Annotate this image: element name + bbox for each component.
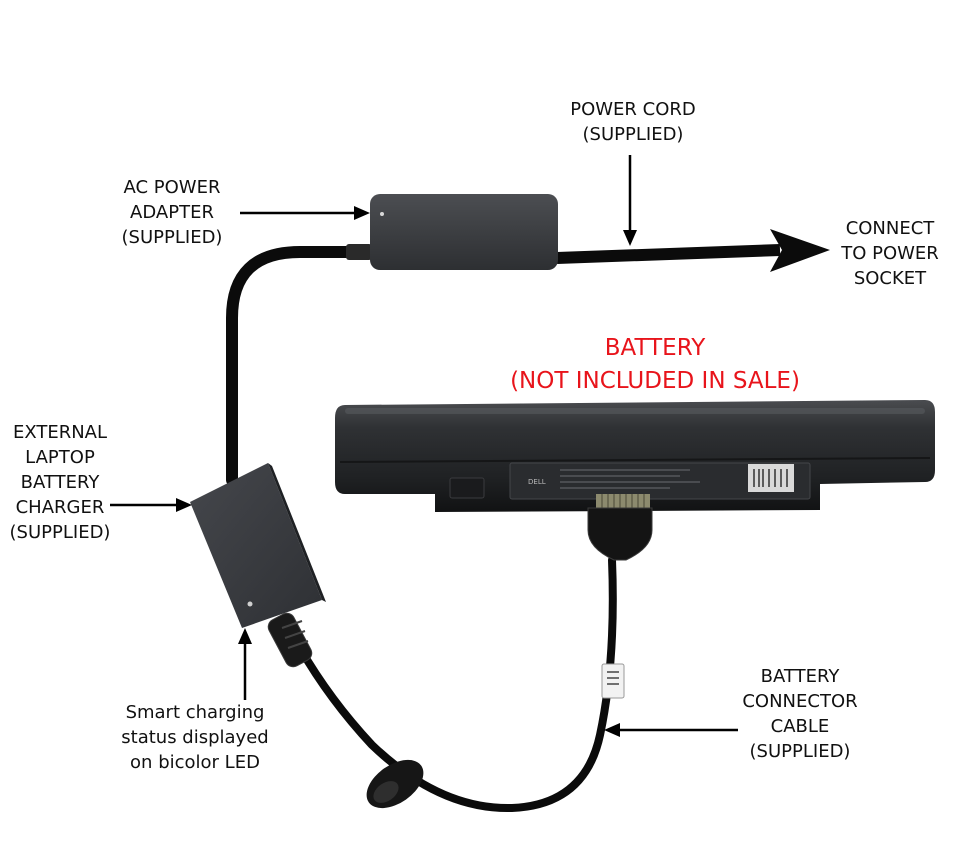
adapter-led bbox=[380, 212, 384, 216]
battery-title: BATTERY bbox=[604, 335, 706, 361]
external-charger bbox=[190, 463, 322, 628]
ac-adapter-arrowhead bbox=[354, 206, 370, 220]
battery-contact-pins bbox=[601, 494, 645, 508]
led-arrowhead bbox=[238, 628, 252, 644]
connect-arrowhead bbox=[770, 229, 830, 272]
bicolor-led bbox=[247, 601, 253, 607]
battery-brand-mark: DELL bbox=[528, 478, 546, 486]
power-cord-label: POWER CORD (SUPPLIED) bbox=[570, 99, 696, 145]
battery-label-area bbox=[509, 462, 811, 500]
power-cord bbox=[556, 244, 781, 264]
power-cord-arrowhead bbox=[623, 230, 637, 246]
connector-cable-arrowhead bbox=[604, 723, 620, 737]
battery-connector-plug bbox=[587, 507, 653, 561]
battery-highlight bbox=[345, 408, 925, 414]
connect-socket-label: CONNECT TO POWER SOCKET bbox=[841, 218, 939, 289]
adapter-strain-relief bbox=[346, 244, 372, 260]
battery-label-print bbox=[560, 469, 700, 489]
battery-latch bbox=[449, 477, 485, 499]
battery-ridge bbox=[339, 457, 931, 463]
plug-ridge bbox=[287, 640, 309, 649]
charger-edge bbox=[268, 463, 326, 602]
battery-note: (NOT INCLUDED IN SALE) bbox=[510, 368, 800, 394]
battery-contacts bbox=[596, 494, 650, 508]
external-charger-label: EXTERNAL LAPTOP BATTERY CHARGER (SUPPLIE… bbox=[9, 422, 111, 543]
external-charger-arrowhead bbox=[176, 498, 192, 512]
smart-charging-label: Smart charging status displayed on bicol… bbox=[121, 702, 269, 773]
plug-ridge bbox=[281, 620, 303, 629]
ferrite-bead-rim bbox=[373, 781, 399, 803]
charger-to-adapter-cable bbox=[226, 246, 364, 486]
ac-power-adapter bbox=[370, 194, 558, 270]
ac-adapter-label: AC POWER ADAPTER (SUPPLIED) bbox=[121, 177, 223, 248]
cable-tag bbox=[601, 663, 625, 699]
connector-cable-label: BATTERY CONNECTOR CABLE (SUPPLIED) bbox=[742, 666, 858, 762]
charger-output-plug bbox=[267, 612, 313, 668]
battery-barcode bbox=[753, 469, 788, 487]
plug-ridge bbox=[284, 630, 306, 639]
battery-connector-cable bbox=[296, 556, 617, 813]
